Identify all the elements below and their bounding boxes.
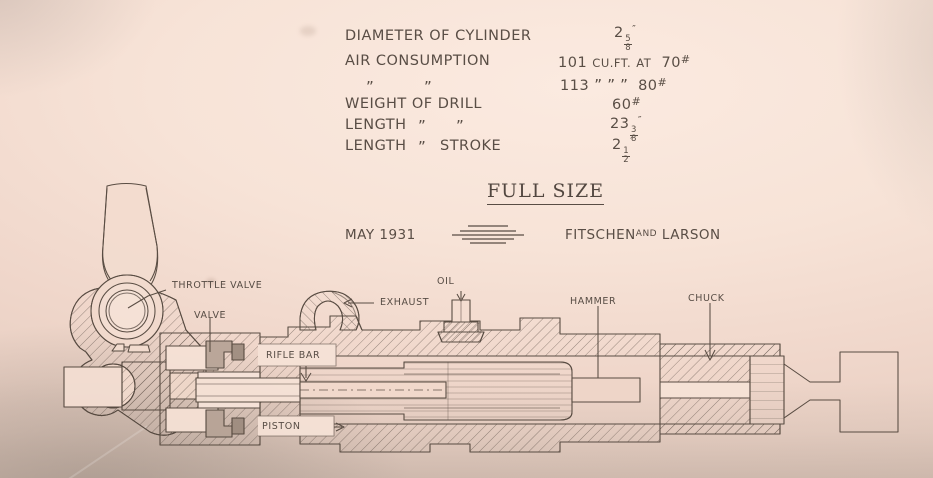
spec-label-ditto-1: ” bbox=[366, 78, 374, 96]
spec-label-length-2: LENGTH bbox=[345, 138, 407, 154]
spec-value-diameter-whole: 2 bbox=[614, 25, 624, 41]
handle-neck bbox=[101, 182, 159, 287]
chuck-body-lower bbox=[659, 397, 751, 425]
author-larson: LARSON bbox=[657, 227, 721, 243]
air2-value: 113 bbox=[560, 78, 590, 94]
air2-ditto-1: ” bbox=[594, 76, 603, 94]
air-inlet-block bbox=[63, 366, 123, 408]
author-fitschen: FITSCHEN bbox=[565, 227, 636, 243]
chuck-bore bbox=[659, 381, 751, 399]
air1-unit: CU.FT. bbox=[592, 56, 632, 70]
spec-label-air-consumption: AIR CONSUMPTION bbox=[345, 53, 491, 69]
length-whole: 23 bbox=[610, 116, 630, 132]
spec-label-ditto-2: ” bbox=[424, 78, 432, 96]
spec-value-diameter-unit: ″ bbox=[632, 24, 637, 35]
air2-ditto-3: ” bbox=[620, 76, 628, 94]
valve-stem-lower bbox=[231, 417, 245, 435]
callout-oil: OIL bbox=[437, 276, 455, 287]
chuck-housing-upper bbox=[659, 343, 781, 357]
valve-stem-upper bbox=[231, 343, 245, 361]
leader-throttle-valve bbox=[127, 289, 167, 309]
callout-piston: PISTON bbox=[262, 421, 301, 432]
chuck-bushing bbox=[749, 355, 785, 425]
spec-label-weight: WEIGHT OF DRILL bbox=[345, 96, 482, 112]
leader-chuck bbox=[704, 303, 716, 361]
weight-unit: # bbox=[631, 95, 642, 108]
piston-rod bbox=[195, 377, 301, 403]
spec-value-air-2: 113 ” ” ” 80# bbox=[560, 76, 667, 94]
spec-label-diameter: DIAMETER OF CYLINDER bbox=[345, 28, 532, 44]
author-and: AND bbox=[635, 229, 658, 239]
chuck-housing-lower bbox=[659, 423, 781, 435]
spec-label-stroke: STROKE bbox=[440, 138, 502, 154]
stroke-whole: 2 bbox=[612, 137, 622, 153]
divider-ornament bbox=[452, 225, 524, 244]
paper-shade-right bbox=[727, 0, 933, 316]
spec-label-length-1: LENGTH bbox=[345, 117, 407, 133]
oil-fitting-base bbox=[443, 321, 479, 333]
weight-value: 60 bbox=[612, 97, 632, 113]
oil-fitting-flange bbox=[437, 331, 485, 343]
air2-pressure-unit: # bbox=[657, 76, 668, 89]
air2-ditto-2: ” bbox=[607, 76, 615, 94]
throttle-plug-bore bbox=[105, 289, 149, 333]
air1-pressure-unit: # bbox=[680, 53, 691, 66]
callout-valve: VALVE bbox=[194, 310, 227, 321]
drill-steel-shank bbox=[783, 351, 899, 433]
callout-rifle-bar: RIFLE BAR bbox=[266, 350, 321, 361]
spec-label-length1-ditto-1: ” bbox=[418, 117, 426, 135]
callout-hammer: HAMMER bbox=[570, 296, 617, 307]
callout-chuck: CHUCK bbox=[688, 293, 725, 304]
leader-exhaust bbox=[343, 298, 374, 308]
spec-value-air-1: 101 CU.FT. AT 70# bbox=[558, 53, 691, 71]
callout-exhaust: EXHAUST bbox=[380, 297, 430, 308]
leader-oil bbox=[456, 291, 466, 302]
hammer-striking-end bbox=[571, 377, 641, 403]
paper-shade-top-left bbox=[0, 0, 243, 134]
stroke-unit: ″ bbox=[630, 136, 635, 147]
spec-label-length2-ditto: ” bbox=[418, 138, 426, 156]
drawing-date: MAY 1931 bbox=[345, 227, 416, 243]
chuck-body-upper bbox=[659, 355, 751, 383]
drawing-authors: FITSCHENAND LARSON bbox=[565, 227, 721, 243]
air1-value: 101 bbox=[558, 55, 588, 71]
air2-pressure: 80 bbox=[638, 78, 658, 94]
air1-at: AT bbox=[636, 56, 652, 70]
spec-value-weight: 60# bbox=[612, 95, 641, 113]
callout-throttle-valve: THROTTLE VALVE bbox=[172, 280, 263, 291]
length-unit: ″ bbox=[637, 115, 643, 126]
air1-pressure: 70 bbox=[661, 55, 681, 71]
drawing-title: FULL SIZE bbox=[487, 180, 605, 205]
spec-label-length1-ditto-2: ” bbox=[456, 117, 464, 135]
label-panel-rifle-bar bbox=[258, 344, 336, 366]
label-panel-piston bbox=[258, 416, 334, 436]
